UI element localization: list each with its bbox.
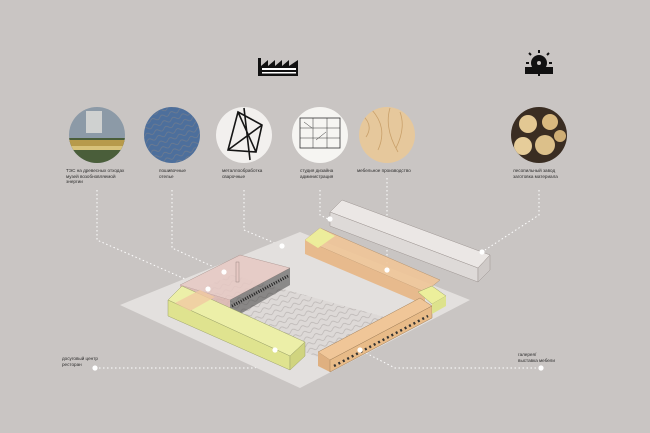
dot-gallery-building [357,347,363,353]
leader-tps [96,190,211,291]
building-furniture [304,227,441,305]
label-sawmill: лесопильный завод заготовка материала [513,168,558,179]
label-gallery: галерея/ выставка мебели [518,352,555,363]
dot-gallery [538,365,544,371]
dot-leisure [92,365,98,371]
photo-studio [292,107,348,163]
photo-sewing [144,107,200,163]
dot-furniture [384,267,390,273]
label-studio: студия дизайна администрация [300,168,334,179]
label-metal: металлообработка сварочные [222,168,263,179]
photo-tps [69,107,125,163]
leader-leisure [95,349,276,369]
dot-metal [279,243,285,249]
leader-metal [243,190,283,247]
label-tps: ТЭС на древесных отходах музей возобновл… [66,168,125,185]
leader-gallery [359,349,540,369]
leader-lines [95,178,540,369]
building-sawmill [329,199,491,283]
connector-dots [92,216,544,371]
sawmill-saw-icon [525,50,553,76]
photo-sawmill [511,107,567,163]
dot-sewing [221,269,227,275]
label-sewing: пошивочные отелье [159,168,186,179]
photo-metal [216,107,272,163]
dot-leisure-building [272,347,278,353]
leader-sewing [171,190,226,273]
label-leisure: досуговый центр ресторан [62,356,98,367]
building-leisure [167,285,306,371]
leader-sawmill [484,190,540,251]
photo-furniture [359,107,415,163]
dot-sawmill [479,249,485,255]
dot-studio [327,216,333,222]
label-furniture: мебельное производство [357,168,411,173]
leader-studio [319,190,331,221]
dot-tps [205,286,211,292]
building-gallery [317,285,447,373]
factory-icon [258,58,298,76]
